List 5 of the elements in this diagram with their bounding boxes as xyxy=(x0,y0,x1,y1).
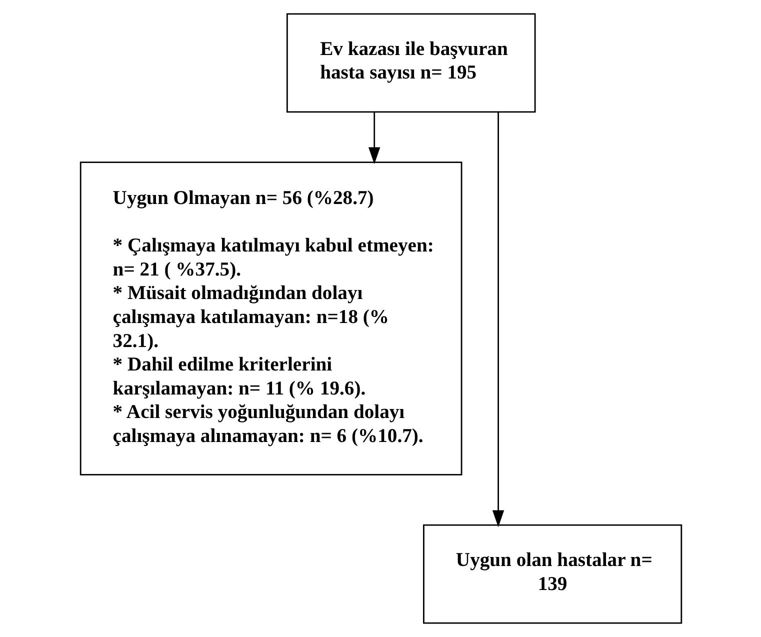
arrow xyxy=(368,112,380,164)
arrow xyxy=(492,112,504,528)
node-box: Uygun olan hastalar n= 139 xyxy=(422,524,682,624)
node-box: Ev kazası ile başvuran hasta sayısı n= 195 xyxy=(286,13,536,113)
node-box: Uygun Olmayan n= 56 (%28.7) * Çalışmaya katılmayı kabul etmeyen: n= 21 ( %37.5). * Müsait olmadığından dolayı çalışmaya katılamayan: n=18 (% 32.1). * Dahil edilme kriterlerini karşılamayan: n= 11 (% 19.6). * Acil servis yoğunluğundan dolayı çalışmaya alınamayan: n= 6 (%10.7). xyxy=(79,162,462,476)
